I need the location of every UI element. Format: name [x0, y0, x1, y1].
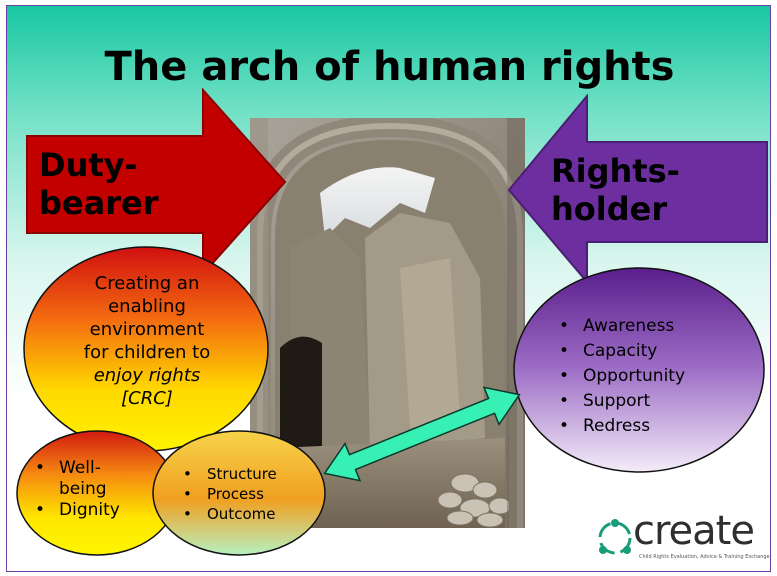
logo-name: create	[633, 508, 755, 554]
duty-bearer-label: Duty- bearer	[39, 146, 159, 222]
list-item: Process	[179, 484, 277, 504]
list-item: Support	[555, 389, 685, 414]
duty-bearer-arrow	[26, 88, 287, 277]
enabling-environment-text: Creating an enabling environment for chi…	[83, 273, 211, 409]
list-item: Capacity	[555, 339, 685, 364]
wellbeing-list: Well-being Dignity	[31, 458, 120, 521]
rights-holder-list: Awareness Capacity Opportunity Support R…	[555, 314, 685, 439]
create-logo-icon	[598, 519, 632, 555]
slide: The arch of human rights	[6, 5, 771, 572]
structure-list: Structure Process Outcome	[179, 464, 277, 524]
list-item: Structure	[179, 464, 277, 484]
list-item: Awareness	[555, 314, 685, 339]
logo-tagline: Child Rights Evaluation, Advice & Traini…	[639, 554, 770, 560]
list-item: Well-being	[31, 458, 120, 500]
rights-holder-arrow	[507, 94, 768, 285]
list-item: Redress	[555, 414, 685, 439]
list-item: Opportunity	[555, 364, 685, 389]
rights-holder-label: Rights- holder	[551, 152, 680, 228]
slide-title: The arch of human rights	[104, 44, 675, 90]
create-logo: create Child Rights Evaluation, Advice &…	[595, 508, 770, 566]
list-item: Dignity	[31, 500, 120, 521]
list-item: Outcome	[179, 504, 277, 524]
double-arrow-icon	[323, 386, 521, 482]
